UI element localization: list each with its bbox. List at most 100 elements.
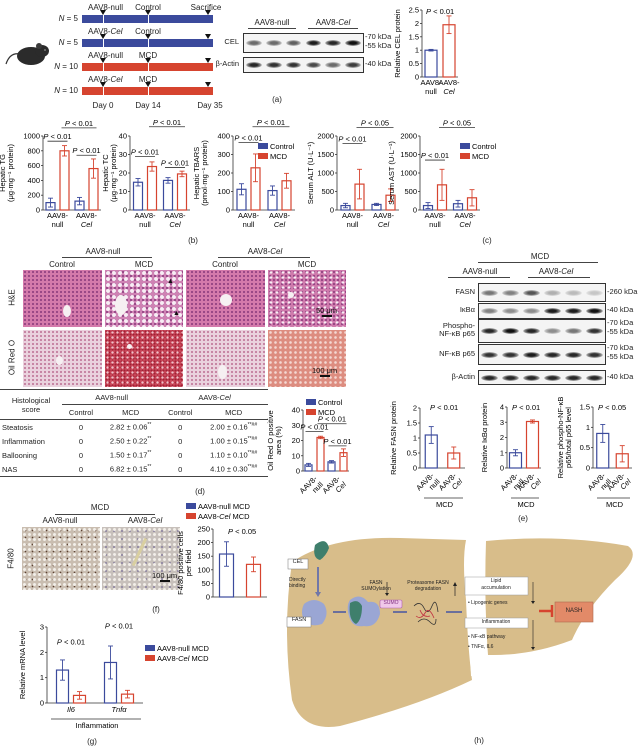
blot-lane-box [478, 319, 606, 343]
f-group-null: AAV8-null [42, 516, 78, 525]
y-tick-label: 100 [197, 565, 210, 574]
h-binding-label: Directly binding [289, 577, 306, 589]
y-tick-label: 0.5 [407, 449, 417, 458]
table-group-cel: AAV8-Cel [161, 389, 268, 405]
blot-row-label: FASN [455, 286, 475, 296]
nash-box [554, 601, 594, 623]
h-cel-label: CEL [292, 559, 304, 565]
p-value: P < 0.01 [426, 7, 454, 16]
kda-marker: -55 kDa [607, 352, 634, 361]
timeline-bar [82, 63, 213, 71]
category-label-sub: null [429, 220, 441, 229]
y-tick-label: 1 [40, 673, 44, 682]
p-value: P < 0.01 [234, 133, 262, 142]
blot-row-label: β-Actin [215, 59, 240, 68]
category-label-sub: Cel [459, 220, 471, 229]
blot-lane-box [243, 57, 364, 73]
y-tick-label: 500 [404, 187, 417, 196]
y-tick-label: 10 [292, 451, 300, 460]
y-tick-label: 40 [119, 132, 127, 141]
oro-image-cel-mcd: 100 μm [268, 330, 346, 387]
inflammation-box [464, 617, 529, 629]
scale-bar-he: 50 μm [316, 306, 337, 317]
y-tick-label: 0 [36, 206, 40, 215]
he-image-null-control [23, 270, 102, 327]
y-tick-label: 4 [500, 403, 504, 412]
table-col: MCD [225, 407, 243, 417]
category-label-sub: null [139, 220, 151, 229]
panel-label-c: (c) [482, 236, 492, 245]
blot-band [481, 328, 498, 334]
d-condition: MCD [297, 260, 317, 269]
blot-band [502, 374, 519, 381]
blot-lane-box [478, 283, 606, 302]
category-label: Il6 [67, 705, 76, 714]
blot-band [544, 328, 561, 334]
blot-band [246, 62, 262, 68]
d-condition: Control [212, 260, 238, 269]
blot-band [523, 289, 540, 296]
legend-label: AAV8-null MCD [198, 502, 251, 511]
group-size-label: N = 10 [54, 62, 78, 71]
cel-box [287, 558, 309, 570]
blot-band [544, 351, 561, 358]
p-value: P < 0.01 [105, 621, 133, 630]
y-tick-label: 0 [330, 206, 334, 215]
timeline-bar [82, 39, 213, 47]
table-col: MCD [122, 407, 140, 417]
d-condition: MCD [134, 260, 154, 269]
blot-band [565, 289, 582, 296]
panel-label-h: (h) [474, 736, 484, 745]
blot-band [502, 289, 519, 296]
panel-label-d: (d) [195, 487, 205, 496]
blot-a-group-cel: AAV8-Cel [315, 18, 351, 27]
timepoint-line [148, 15, 149, 23]
d-group-null: AAV8-null [85, 247, 121, 256]
category-label: AAV8- [134, 211, 156, 220]
legend-swatch [258, 143, 268, 149]
treatment-label: AAV8-Cel [88, 75, 123, 84]
y-tick-label: 2 [500, 433, 504, 442]
y-tick-label: 40 [292, 406, 300, 415]
e-group-null: AAV8-null [462, 267, 498, 276]
blot-band [502, 351, 519, 358]
blot-band [481, 374, 498, 381]
blot-band [586, 308, 603, 314]
blot-row-label: CEL [224, 37, 239, 46]
scale-label: 100 μm [152, 571, 178, 580]
y-axis-label: Hepatic TBARS [192, 147, 201, 199]
group-size-label: N = 5 [58, 38, 78, 47]
y-axis-label: p65/total p65 level [564, 407, 573, 468]
y-axis-label: (μg·mg⁻¹ protein) [6, 144, 15, 202]
legend-swatch [145, 645, 155, 651]
he-image-cel-mcd: 50 μm [268, 270, 346, 327]
h-cytokines-text: TNFα, IL6 [471, 644, 494, 650]
category-label-sub: null [52, 220, 64, 229]
arrow-down-icon [145, 34, 151, 39]
timepoint-line [103, 15, 104, 23]
arrow-down-icon [145, 58, 151, 63]
category-label-sub: null [347, 220, 359, 229]
blot-band [565, 308, 582, 314]
timepoint-line [103, 87, 104, 95]
blot-band [265, 62, 282, 68]
group-size-label: N = 10 [54, 86, 78, 95]
y-tick-label: 0 [500, 464, 504, 473]
table-cell: 0 [78, 464, 84, 474]
p-value: P < 0.01 [430, 403, 458, 412]
table-cell: 6.82 ± 0.15** [109, 464, 152, 474]
blot-lane-box [478, 370, 606, 385]
table-cell: 2.50 ± 0.22** [109, 436, 152, 446]
blot-band [565, 351, 582, 358]
scale-bar-f480: 100 μm [152, 571, 177, 582]
y-axis-label: Oil Red O positive [266, 410, 275, 470]
blot-band [586, 351, 603, 358]
arrow-down-icon [205, 10, 211, 15]
arrow-down-icon [100, 82, 106, 87]
blot-row-label: Phospho-NF-κB p65 [439, 321, 475, 338]
